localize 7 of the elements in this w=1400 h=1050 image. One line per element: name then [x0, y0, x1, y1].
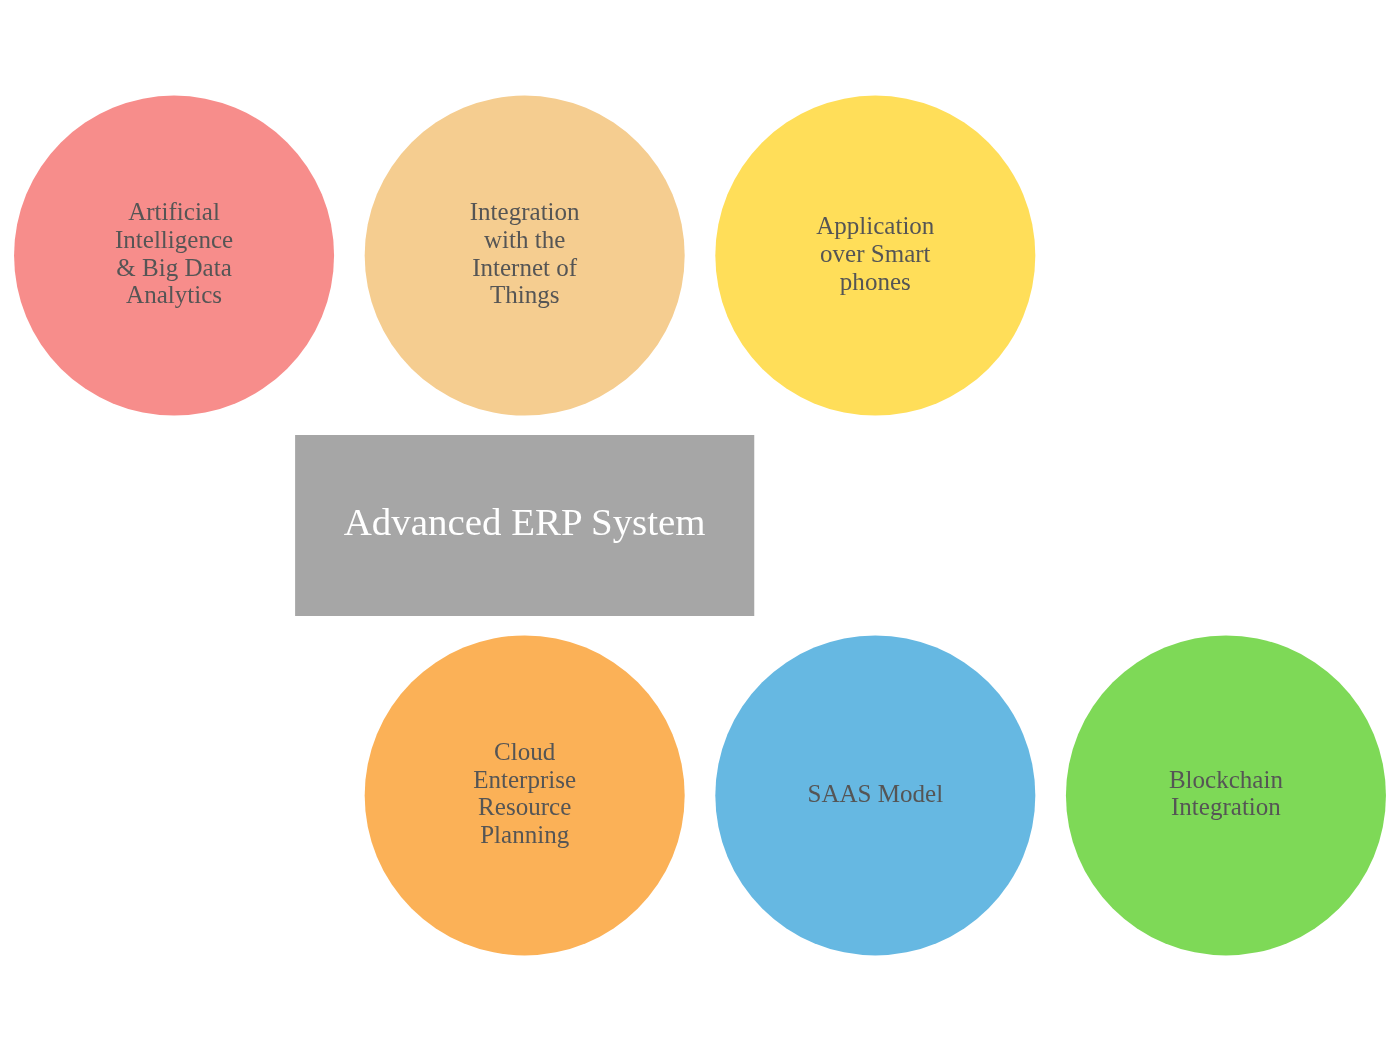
node-box: Advanced ERP System [295, 434, 755, 616]
node-circle: Integration with the Internet of Things [364, 95, 685, 416]
node-circle: Artificial Intelligence & Big Data Analytics [14, 95, 335, 416]
node-circle: SAAS Model [715, 634, 1036, 955]
node-circle: Cloud Enterprise Resource Planning [364, 634, 685, 955]
node-circle: Application over Smart phones [715, 95, 1036, 416]
node-circle: Blockchain Integration [1065, 634, 1386, 955]
